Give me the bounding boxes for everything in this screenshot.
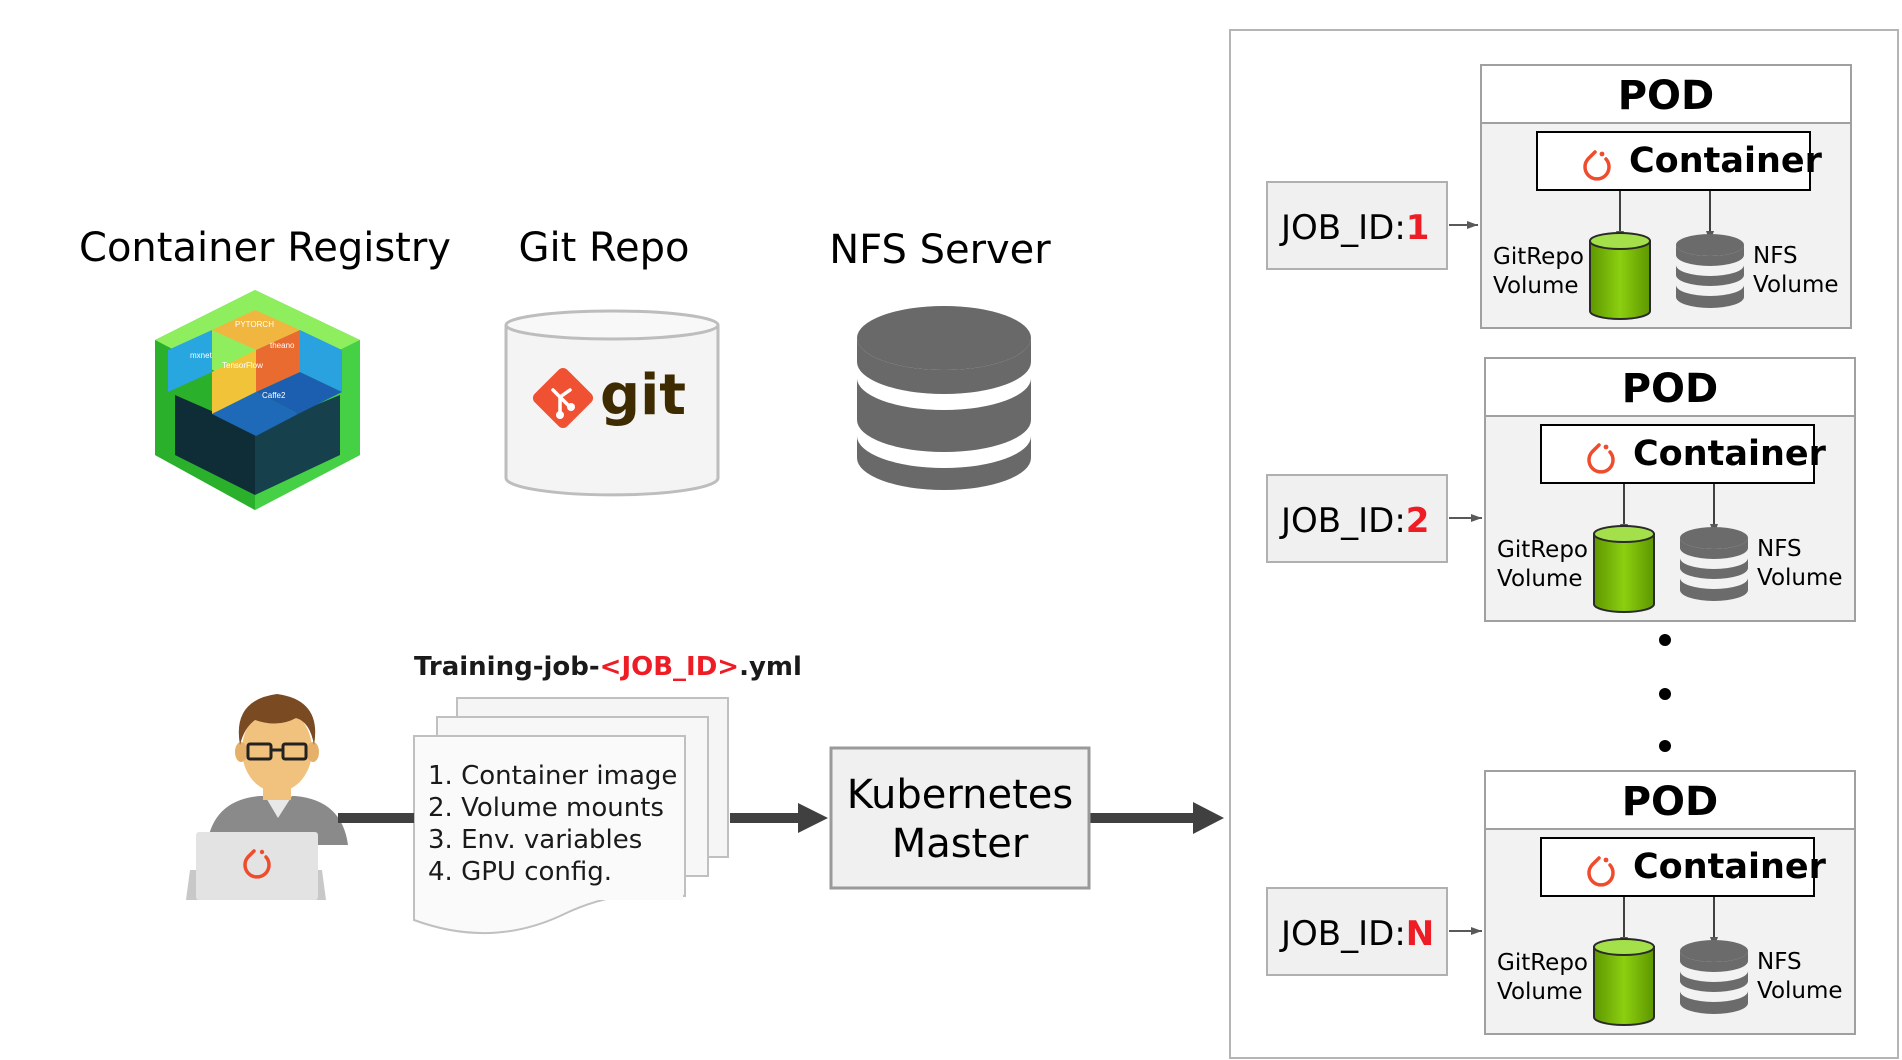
job-id-label: JOB_ID:2 [1279, 501, 1429, 541]
git-repo-cylinder: git [504, 309, 720, 497]
job-id-box [1266, 474, 1448, 563]
yml-item: 3. Env. variables [428, 825, 642, 855]
container-label: Container [1629, 141, 1823, 181]
job-id-prefix: JOB_ID: [1279, 208, 1406, 248]
yml-filename-suffix: .yml [739, 652, 802, 682]
pytorch-flame-icon [1583, 150, 1611, 181]
gitrepo-volume-icon [1593, 938, 1655, 1026]
ellipsis-dot [1659, 740, 1671, 752]
container-registry-heading: Container Registry [79, 225, 451, 271]
nfs-volume-label-2: Volume [1753, 272, 1839, 298]
pod-title-bar [1484, 770, 1856, 830]
pod-title-bar [1480, 64, 1852, 124]
container-label: Container [1633, 847, 1827, 887]
pytorch-flame-icon [1587, 443, 1615, 474]
nfs-volume-icon [1676, 234, 1744, 308]
yml-filename-job: <JOB_ID> [600, 652, 739, 682]
nfs-volume-label-2: Volume [1757, 978, 1843, 1004]
yml-item: 2. Volume mounts [428, 793, 664, 823]
job-id-label: JOB_ID:N [1279, 914, 1434, 954]
more-pods-ellipsis [1659, 634, 1671, 752]
git-repo-heading: Git Repo [519, 225, 690, 271]
yml-item: 4. GPU config. [428, 857, 612, 887]
kubernetes-master-line2: Master [892, 821, 1029, 867]
registry-framework-labels: PYTORCH theano TensorFlow Caffe2 mxnet [190, 320, 295, 400]
job-id-label: JOB_ID:1 [1279, 208, 1429, 248]
nfs-volume-icon [1680, 940, 1748, 1014]
kubernetes-master-box: Kubernetes Master [829, 746, 1091, 890]
registry-label: PYTORCH [235, 320, 274, 329]
gitrepo-volume-label-2: Volume [1497, 979, 1583, 1005]
yml-document-stack [413, 697, 729, 935]
registry-label: theano [270, 341, 295, 350]
ellipsis-dot [1659, 688, 1671, 700]
container-box [1540, 837, 1815, 897]
git-logo-icon [532, 367, 594, 429]
gitrepo-volume-label-2: Volume [1493, 273, 1579, 299]
container-label: Container [1633, 434, 1827, 474]
registry-label: mxnet [190, 351, 213, 360]
cluster-frame [1229, 29, 1899, 1059]
yml-to-master-arrowhead [798, 803, 828, 833]
job-id-prefix: JOB_ID: [1279, 501, 1406, 541]
job-id-box [1266, 181, 1448, 270]
nfs-volume-label-2: Volume [1757, 565, 1843, 591]
yml-item: 1. Container image [428, 761, 677, 791]
gitrepo-volume-icon [1593, 525, 1655, 613]
yml-filename-prefix: Training-job- [414, 652, 600, 682]
job-id-number: 1 [1406, 208, 1430, 248]
pytorch-flame-icon [243, 849, 271, 879]
pod-title: POD [1622, 366, 1719, 412]
git-logo-text: git [600, 363, 686, 428]
gitrepo-volume-label-1: GitRepo [1497, 537, 1588, 563]
container-box [1540, 424, 1815, 484]
gitrepo-volume-label-2: Volume [1497, 566, 1583, 592]
job-id-prefix: JOB_ID: [1279, 914, 1406, 954]
job-id-number: N [1406, 914, 1434, 954]
nfs-volume-label-1: NFS [1757, 949, 1802, 975]
nfs-volume-label-1: NFS [1753, 243, 1798, 269]
ellipsis-dot [1659, 634, 1671, 646]
gitrepo-volume-label-1: GitRepo [1497, 950, 1588, 976]
container-box [1536, 131, 1811, 191]
pod-title-bar [1484, 357, 1856, 417]
pods-layer: JOB_ID:1PODContainerGitRepoVolumeNFSVolu… [1266, 64, 1856, 1035]
pytorch-flame-icon [1587, 856, 1615, 887]
yml-item-list: 1. Container image 2. Volume mounts 3. E… [428, 761, 677, 887]
registry-label: Caffe2 [262, 391, 286, 400]
yml-filename: Training-job-<JOB_ID>.yml [414, 652, 802, 682]
job-id-box [1266, 887, 1448, 976]
nfs-server-heading: NFS Server [829, 227, 1051, 273]
nfs-volume-label-1: NFS [1757, 536, 1802, 562]
gitrepo-volume-icon [1589, 232, 1651, 320]
pod-title: POD [1622, 779, 1719, 825]
kubernetes-master-line1: Kubernetes [847, 772, 1073, 818]
pod-title: POD [1618, 73, 1715, 119]
container-registry-icon: PYTORCH theano TensorFlow Caffe2 mxnet [155, 290, 360, 510]
master-to-cluster-arrowhead [1193, 802, 1224, 834]
gitrepo-volume-label-1: GitRepo [1493, 244, 1584, 270]
nfs-volume-icon [1680, 527, 1748, 601]
developer-at-laptop-icon [186, 694, 348, 900]
registry-label: TensorFlow [222, 361, 263, 370]
job-id-number: 2 [1406, 501, 1430, 541]
nfs-server-database-icon [857, 306, 1031, 490]
